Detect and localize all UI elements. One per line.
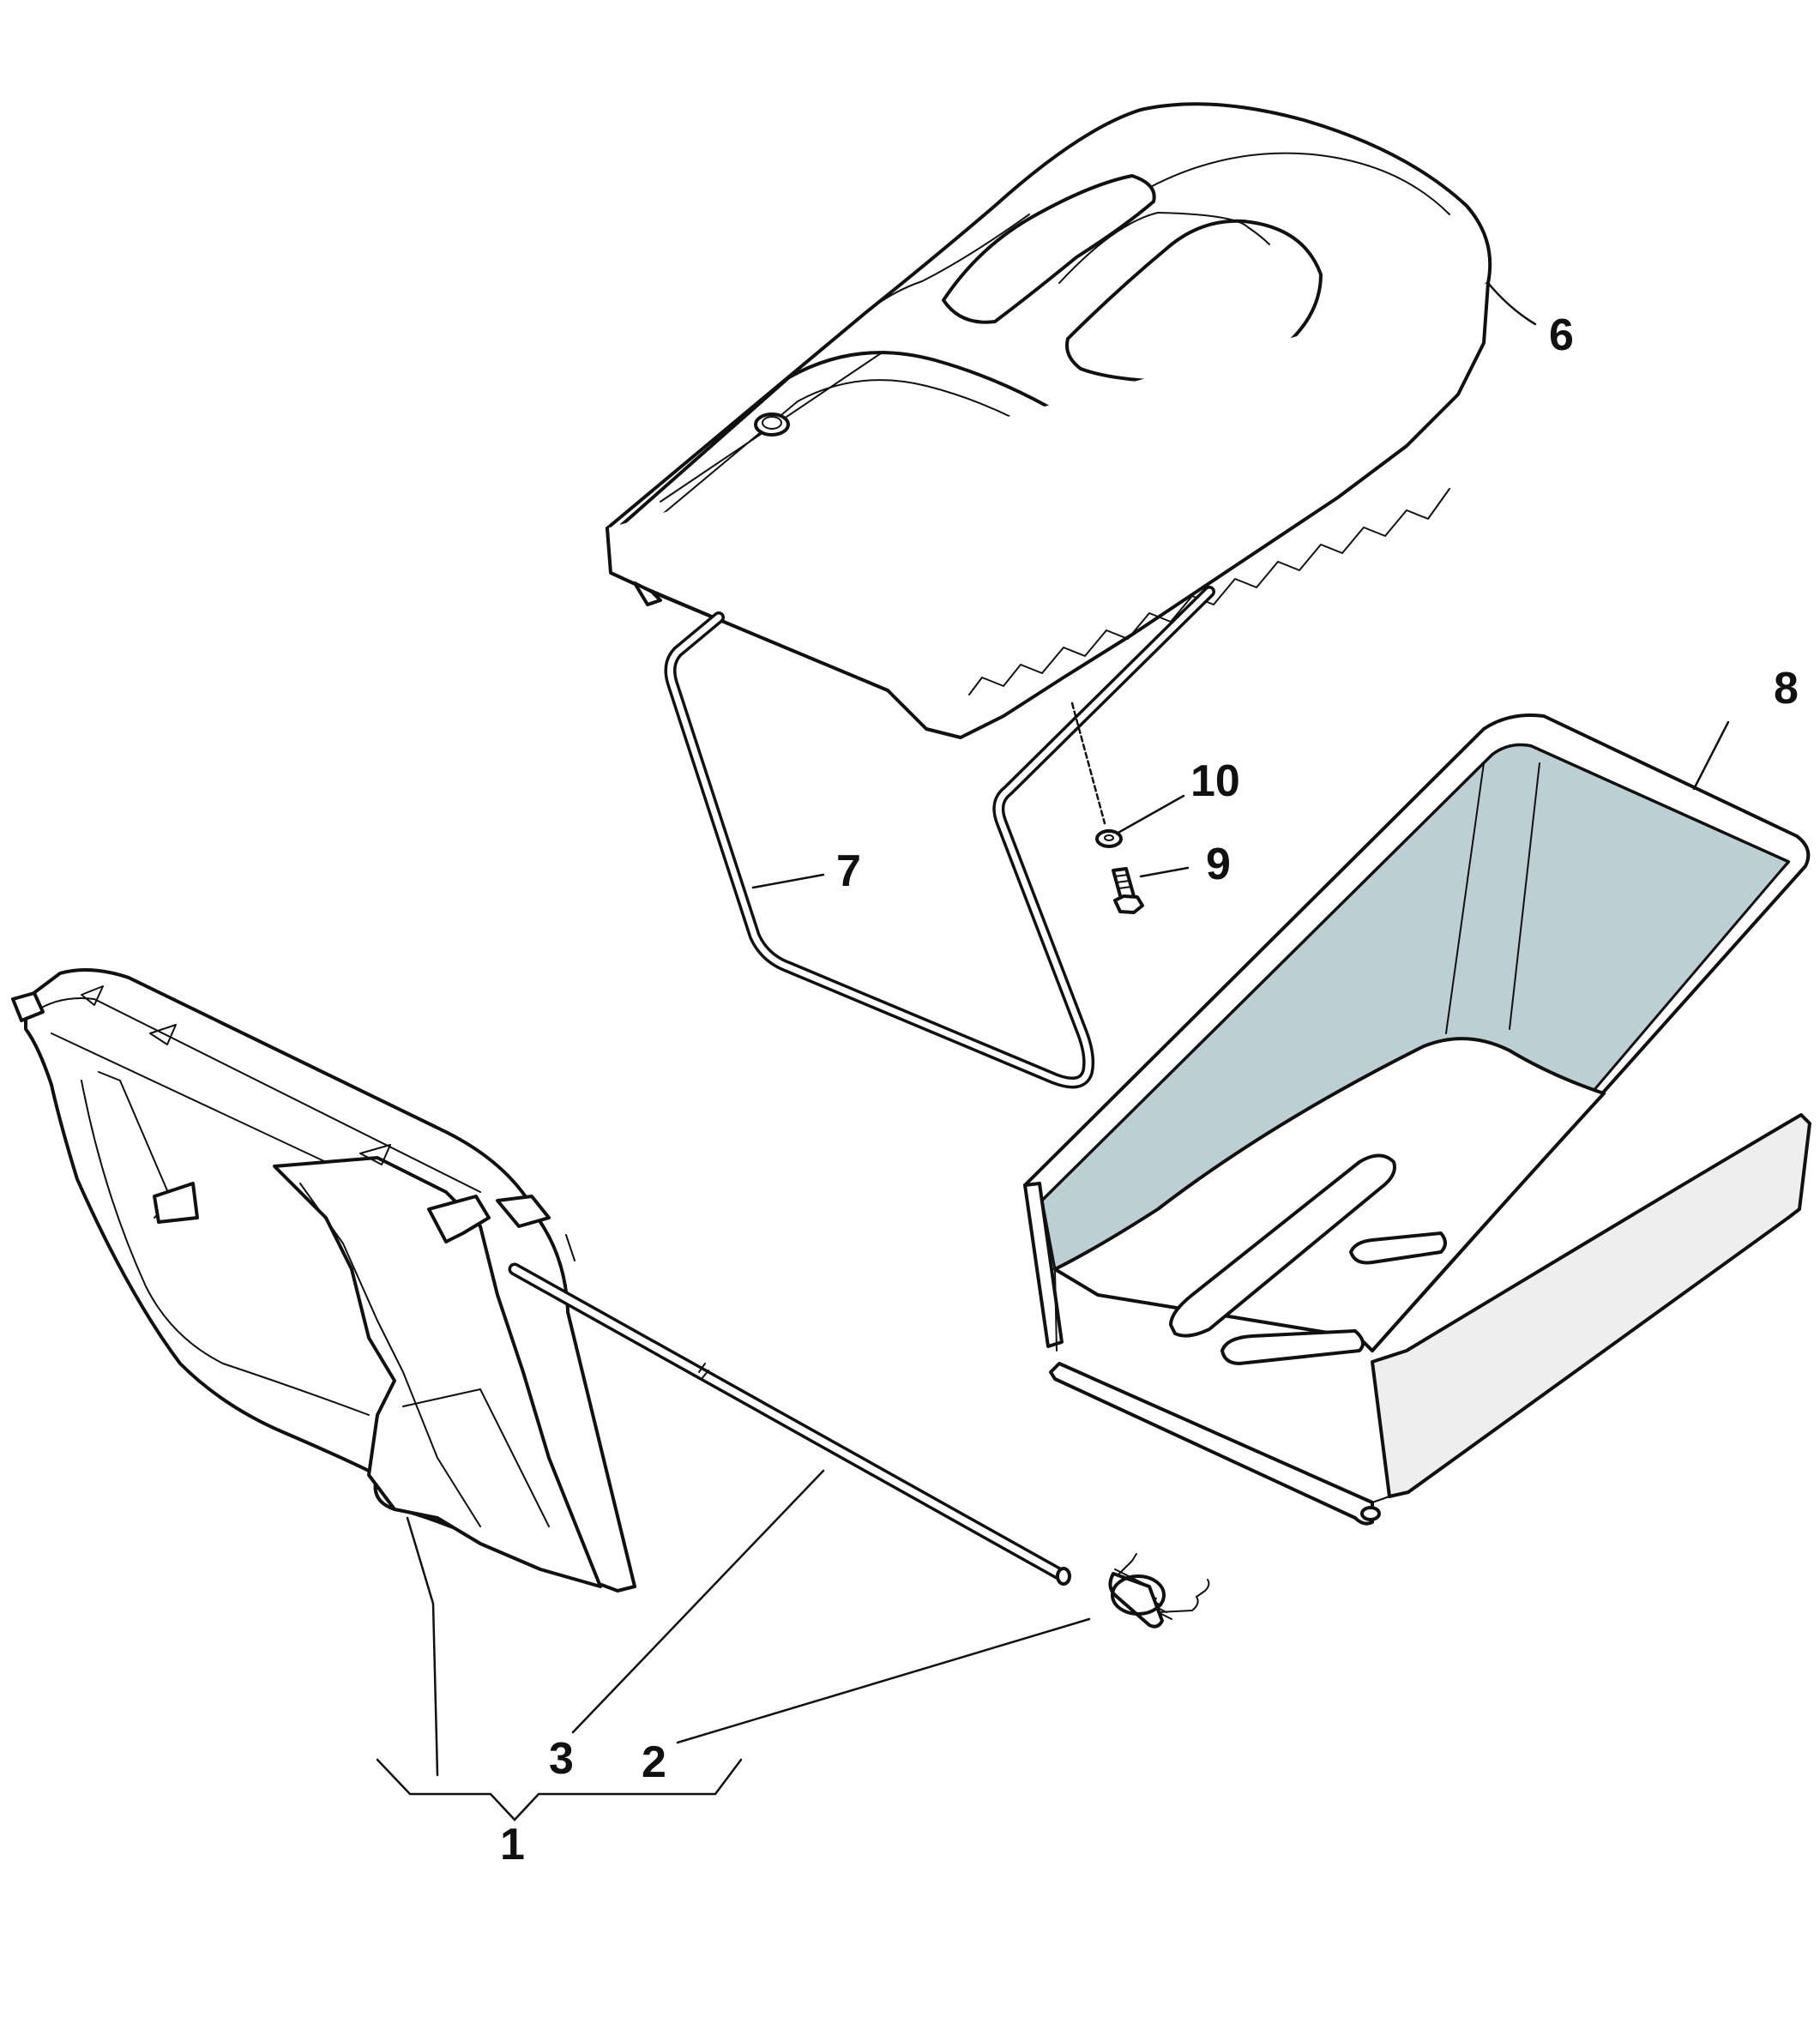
leader-7 (751, 873, 825, 889)
part-6-catcher-top-cover (606, 102, 1492, 739)
part-10-washer (1095, 829, 1123, 848)
leader-9 (1139, 866, 1190, 878)
part-1-rear-flap (11, 968, 636, 1592)
leader-1-a (406, 1516, 439, 1777)
callout-6: 6 (1549, 310, 1574, 360)
callout-2: 2 (642, 1737, 666, 1787)
part-9-bolt (1112, 867, 1144, 914)
part-8-catcher-basket (1023, 713, 1811, 1526)
callout-9: 9 (1206, 840, 1231, 889)
callout-10: 10 (1190, 756, 1240, 806)
leader-2 (676, 1617, 1091, 1744)
leader-10 (1115, 794, 1185, 835)
leader-lines (376, 281, 1730, 1821)
callout-7: 7 (836, 846, 861, 896)
part-2-spring (1108, 1553, 1210, 1629)
callout-1: 1 (500, 1820, 525, 1869)
callout-8: 8 (1774, 664, 1799, 713)
alignment-line (1070, 701, 1106, 825)
leader-6 (1486, 281, 1537, 326)
leader-3 (571, 1469, 825, 1734)
bracket-1 (376, 1758, 743, 1821)
leader-8 (1692, 720, 1730, 791)
callout-3: 3 (549, 1734, 574, 1784)
part-7-wire-frame (664, 586, 1215, 1089)
callout-labels: 6 7 8 9 10 3 2 1 (500, 310, 1799, 1869)
part-3-rod (508, 1262, 1071, 1586)
basket-side-panel (1371, 1113, 1811, 1498)
